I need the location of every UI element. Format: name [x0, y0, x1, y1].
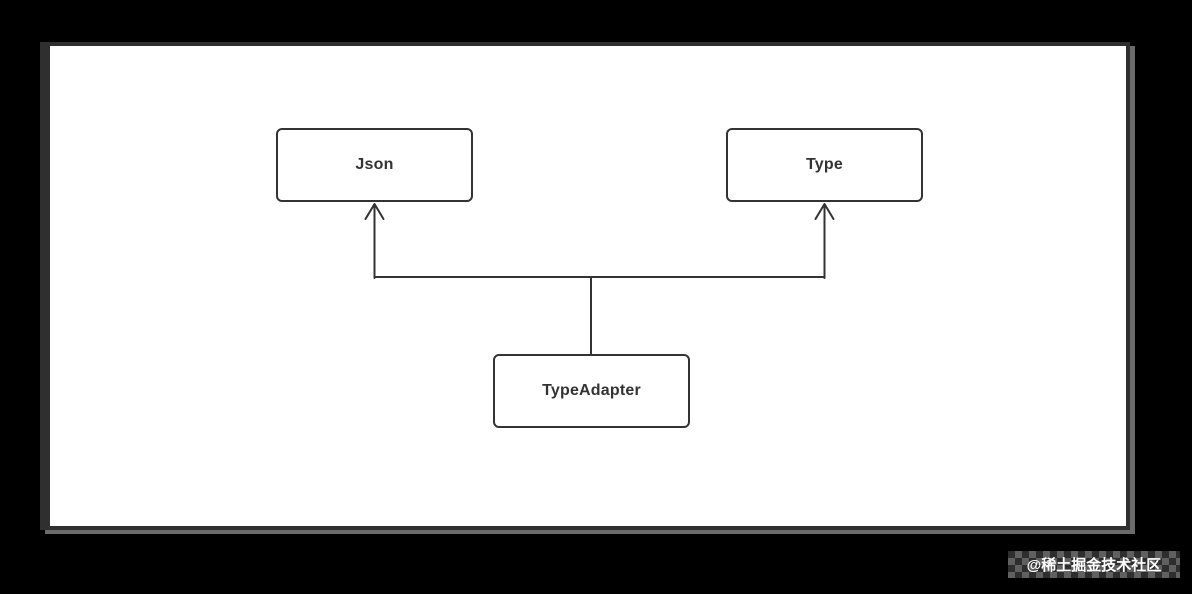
diagram-edges [364, 203, 835, 356]
node-json: Json [276, 128, 473, 202]
open-arrowhead-icon-type [814, 203, 835, 220]
open-arrowhead-icon-json [364, 203, 385, 220]
watermark-text: @稀土掘金技术社区 [1026, 557, 1162, 574]
node-type-label: Type [806, 156, 843, 173]
watermark: @稀土掘金技术社区 [1008, 551, 1180, 578]
diagram-canvas: Json Type TypeAdapter [40, 42, 1130, 530]
node-json-label: Json [355, 156, 394, 173]
node-typeadapter-label: TypeAdapter [542, 382, 641, 399]
node-typeadapter: TypeAdapter [493, 354, 690, 428]
node-type: Type [726, 128, 923, 202]
